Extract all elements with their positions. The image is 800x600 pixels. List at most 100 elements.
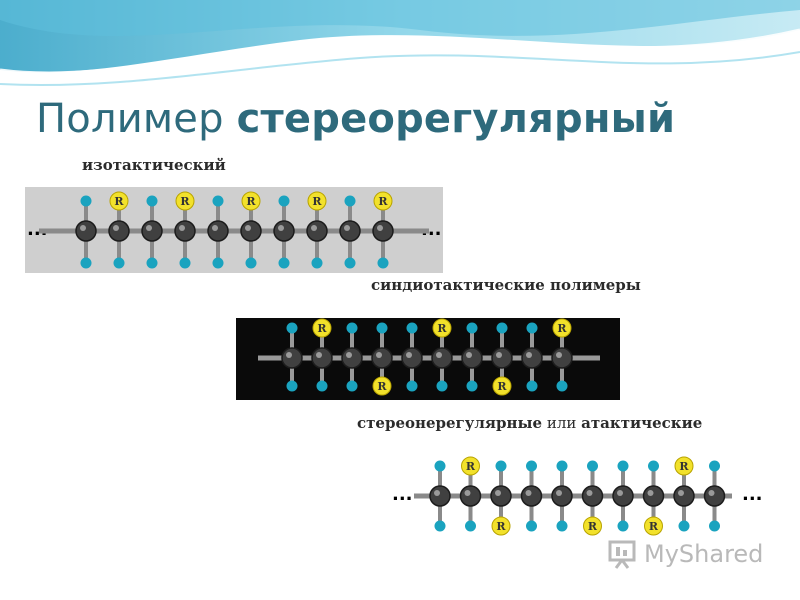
carbon-highlight <box>146 225 152 231</box>
hydrogen-atom-top <box>466 322 478 334</box>
carbon-atom <box>490 485 512 507</box>
hydrogen-atom-top <box>146 195 158 207</box>
substituent-r-atom-top <box>307 191 327 211</box>
substituent-r-atom-bottom <box>492 376 512 396</box>
syndiotactic-label: синдиотактические полимеры <box>371 276 641 294</box>
substituent-r-label: R <box>496 520 506 533</box>
carbon-highlight <box>436 352 442 358</box>
carbon-atom <box>174 220 196 242</box>
carbon-highlight <box>278 225 284 231</box>
substituent-r-atom-top <box>552 318 572 338</box>
carbon-highlight <box>647 490 654 496</box>
hydrogen-atom-top <box>212 195 224 207</box>
carbon-atom <box>703 485 726 507</box>
hydrogen-atom-bottom <box>377 257 389 269</box>
carbon-highlight <box>466 352 472 358</box>
carbon-atom <box>401 347 423 369</box>
carbon-atom <box>642 485 665 507</box>
substituent-r-atom-top <box>241 191 261 211</box>
substituent-r-label: R <box>180 195 190 208</box>
hydrogen-atom-top <box>617 460 629 472</box>
carbon-highlight <box>406 352 412 358</box>
hydrogen-atom-bottom <box>212 257 224 269</box>
carbon-atom <box>461 347 483 369</box>
hydrogen-atom-bottom <box>556 520 568 532</box>
hydrogen-atom-top <box>80 195 92 207</box>
hydrogen-atom-bottom <box>80 257 92 269</box>
hydrogen-atom-top <box>496 322 508 334</box>
carbon-highlight <box>556 352 562 358</box>
carbon-highlight <box>525 490 532 496</box>
hydrogen-atom-top <box>434 460 446 472</box>
substituent-r-atom-top <box>175 191 195 211</box>
carbon-highlight <box>113 225 119 231</box>
isotactic-label: изотактический <box>82 156 226 174</box>
substituent-r-label: R <box>679 460 689 473</box>
substituent-r-label: R <box>497 380 507 393</box>
carbon-highlight <box>80 225 86 231</box>
substituent-r-label: R <box>557 322 567 335</box>
carbon-highlight <box>496 352 502 358</box>
carbon-atom <box>371 347 393 369</box>
substituent-r-label: R <box>437 322 447 335</box>
watermark-text: MyShared <box>644 540 764 568</box>
carbon-highlight <box>526 352 532 358</box>
presentation-board-icon <box>608 540 636 569</box>
substituent-r-label: R <box>312 195 322 208</box>
carbon-atom <box>551 485 573 507</box>
substituent-r-label: R <box>466 460 476 473</box>
substituent-r-atom-bottom <box>583 516 602 536</box>
substituent-r-label: R <box>317 322 327 335</box>
carbon-atom <box>75 220 97 242</box>
carbon-highlight <box>346 352 352 358</box>
carbon-atom <box>459 485 482 507</box>
substituent-r-label: R <box>588 520 598 533</box>
chain-ellipsis-right: ... <box>421 219 442 240</box>
carbon-atom <box>141 220 163 242</box>
substituent-r-label: R <box>246 195 256 208</box>
hydrogen-atom-top <box>495 460 507 472</box>
carbon-highlight <box>377 225 383 231</box>
hydrogen-atom-bottom <box>346 380 358 392</box>
carbon-atom <box>520 485 543 507</box>
substituent-r-atom-bottom <box>491 516 511 536</box>
chain-ellipsis-left: ... <box>27 219 48 240</box>
hydrogen-atom-bottom <box>316 380 328 392</box>
carbon-atom <box>581 485 604 507</box>
substituent-r-atom-top <box>109 191 129 211</box>
hydrogen-atom-bottom <box>556 380 568 392</box>
syndiotactic-chain: R R R R R <box>258 318 600 396</box>
chain-ellipsis-left: ... <box>392 484 413 505</box>
hydrogen-atom-bottom <box>311 257 323 269</box>
hydrogen-atom-top <box>406 322 418 334</box>
carbon-highlight <box>311 225 317 231</box>
carbon-highlight <box>245 225 251 231</box>
substituent-r-atom-top <box>312 318 332 338</box>
substituent-r-atom-top <box>461 456 480 476</box>
substituent-r-atom-top <box>373 191 393 211</box>
hydrogen-atom-bottom <box>278 257 290 269</box>
carbon-highlight <box>376 352 382 358</box>
carbon-atom <box>431 347 453 369</box>
carbon-atom <box>612 485 634 507</box>
hydrogen-atom-top <box>278 195 290 207</box>
carbon-atom <box>491 347 513 369</box>
carbon-highlight <box>316 352 322 358</box>
carbon-atom <box>108 220 130 242</box>
hydrogen-atom-top <box>286 322 298 334</box>
substituent-r-label: R <box>377 380 387 393</box>
hydrogen-atom-bottom <box>344 257 356 269</box>
carbon-atom <box>281 347 303 369</box>
header-wave-decoration <box>0 0 800 86</box>
carbon-atom <box>341 347 363 369</box>
hydrogen-atom-bottom <box>465 520 476 532</box>
hydrogen-atom-top <box>587 460 598 472</box>
hydrogen-atom-top <box>709 460 720 472</box>
hydrogen-atom-bottom <box>526 380 538 392</box>
substituent-r-atom-bottom <box>372 376 392 396</box>
title-bold: стереорегулярный <box>236 96 676 142</box>
substituent-r-atom-top <box>674 456 694 476</box>
carbon-atom <box>207 220 229 242</box>
